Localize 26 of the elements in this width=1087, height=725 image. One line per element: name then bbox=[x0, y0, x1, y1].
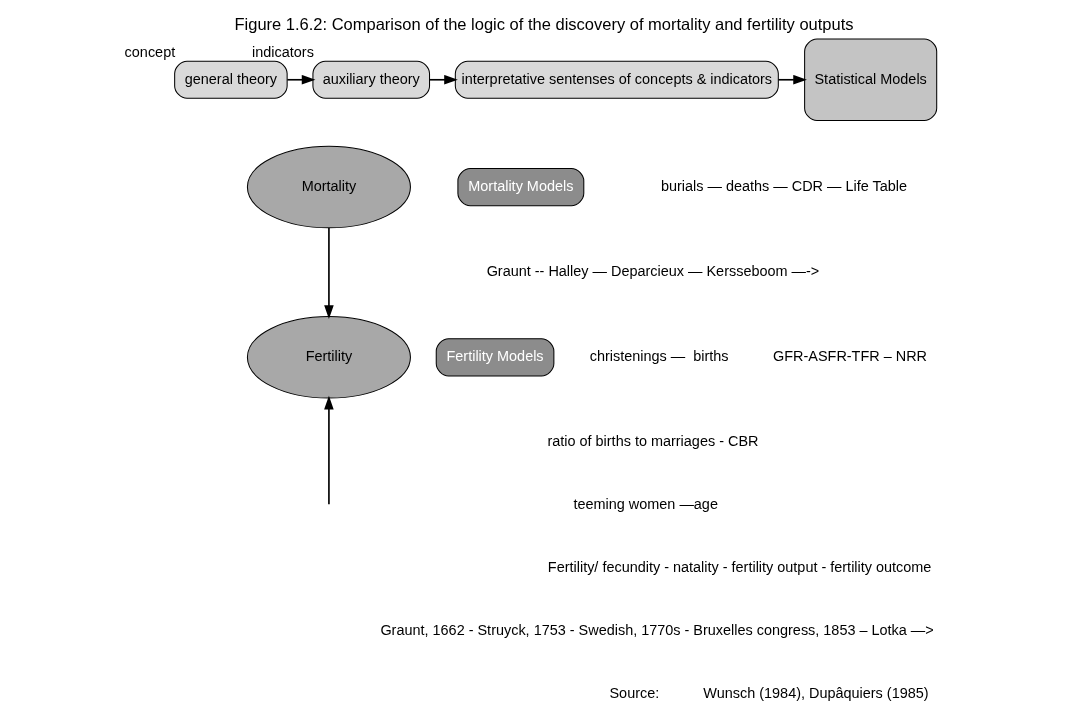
node-label: indicators bbox=[251, 44, 314, 61]
label: burials — deaths — CDR — Life Table bbox=[660, 177, 907, 194]
label: GFR-ASFR-TFR – NRR bbox=[772, 348, 927, 365]
arrow bbox=[323, 227, 334, 319]
node-box: general theory bbox=[173, 60, 288, 99]
node-box: auxiliary theory bbox=[311, 60, 430, 99]
diagram-title: Figure 1.6.2: Comparison of the logic of the discovery of mortality and fertility outputs bbox=[233, 14, 854, 33]
arrow bbox=[323, 395, 334, 506]
arrow bbox=[777, 75, 807, 85]
label: Graunt, 1662 - Struyck, 1753 - Swedish, 1770s - Bruxelles congress, 1853 – Lotka —> bbox=[379, 622, 934, 639]
node-box: Fertility Models bbox=[435, 338, 554, 377]
label: ratio of births to marriages - CBR bbox=[546, 433, 758, 450]
arrow bbox=[428, 75, 458, 85]
arrow bbox=[286, 75, 315, 85]
node-box: interpretative sentenses of concepts & indicators bbox=[454, 60, 779, 99]
node-ellipse: Mortality bbox=[246, 145, 411, 229]
node-ellipse: Fertility bbox=[246, 316, 411, 399]
label: teeming women —age bbox=[572, 496, 718, 513]
label: Source: bbox=[608, 685, 659, 702]
node-label: concept bbox=[124, 44, 175, 61]
label: Graunt -- Halley — Deparcieux — Kersseboom —-> bbox=[486, 263, 819, 280]
node-box: Mortality Models bbox=[456, 168, 584, 207]
label: Wunsch (1984), Dupâquiers (1985) bbox=[702, 685, 929, 702]
node-box: Statistical Models bbox=[803, 38, 937, 122]
label: Fertility/ fecundity - natality - fertility output - fertility outcome bbox=[547, 559, 931, 576]
label: christenings — births bbox=[589, 348, 729, 365]
